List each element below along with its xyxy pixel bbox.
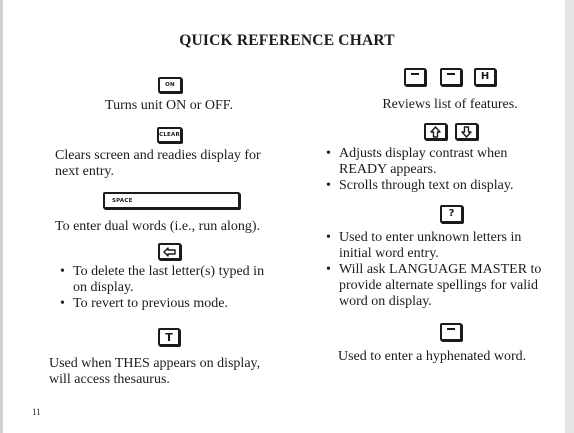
arrow-keys-bullets: Adjusts display contrast when READY appe… bbox=[326, 146, 513, 194]
back-arrow-icon bbox=[162, 246, 176, 257]
down-arrow-icon bbox=[461, 125, 472, 138]
thesaurus-key: T bbox=[158, 328, 180, 346]
on-key-label: ON bbox=[165, 82, 175, 88]
thesaurus-key-label: T bbox=[165, 330, 173, 344]
clear-key-description: Clears screen and readies display for ne… bbox=[55, 148, 261, 180]
feature-key-h-label: H bbox=[480, 71, 490, 82]
page-edge-left bbox=[0, 0, 3, 433]
dash-icon bbox=[447, 73, 455, 75]
thesaurus-key-description-line: will access thesaurus. bbox=[49, 372, 170, 387]
page-title: QUICK REFERENCE CHART bbox=[179, 32, 395, 49]
clear-key-description-line: Clears screen and readies display for bbox=[55, 148, 261, 163]
question-key-bullets: Used to enter unknown letters in initial… bbox=[326, 230, 541, 310]
feature-key-dash-2: - bbox=[440, 68, 462, 86]
hyphen-key: - bbox=[440, 323, 462, 341]
question-key-label: ? bbox=[448, 208, 455, 219]
backspace-key-bullets: To delete the last letter(s) typed in on… bbox=[60, 264, 264, 312]
thesaurus-key-description: Used when THES appears on display, will … bbox=[49, 356, 260, 388]
list-item: Used to enter unknown letters in initial… bbox=[326, 230, 541, 262]
down-arrow-key bbox=[455, 123, 478, 140]
clear-key-label: CLEAR bbox=[159, 132, 180, 138]
space-key-label: SPACE bbox=[112, 197, 133, 204]
up-arrow-icon bbox=[430, 125, 441, 138]
list-item: Adjusts display contrast when READY appe… bbox=[326, 146, 513, 178]
on-key-description: Turns unit ON or OFF. bbox=[105, 98, 233, 113]
feature-key-h: H bbox=[474, 68, 496, 86]
up-arrow-key bbox=[424, 123, 447, 140]
clear-key: CLEAR bbox=[157, 127, 182, 143]
space-key: SPACE bbox=[103, 192, 240, 209]
features-description: Reviews list of features. bbox=[382, 97, 518, 112]
backspace-key bbox=[158, 243, 181, 260]
page-edge-right bbox=[565, 0, 574, 433]
thesaurus-key-description-line: Used when THES appears on display, bbox=[49, 356, 261, 371]
on-key: ON bbox=[158, 77, 182, 93]
question-key: ? bbox=[440, 205, 463, 223]
hyphen-key-description: Used to enter a hyphenated word. bbox=[338, 349, 527, 364]
clear-key-description-line: next entry. bbox=[55, 164, 114, 179]
space-key-description: To enter dual words (i.e., run along). bbox=[55, 219, 261, 234]
list-item: To revert to previous mode. bbox=[60, 296, 264, 312]
hyphen-icon bbox=[447, 328, 455, 330]
list-item: To delete the last letter(s) typed in on… bbox=[60, 264, 264, 296]
list-item: Scrolls through text on display. bbox=[326, 178, 513, 194]
page-number: 11 bbox=[32, 407, 41, 417]
feature-key-dash-1: - bbox=[404, 68, 426, 86]
list-item: Will ask LANGUAGE MASTER to provide alte… bbox=[326, 262, 541, 310]
dash-icon bbox=[411, 73, 419, 75]
